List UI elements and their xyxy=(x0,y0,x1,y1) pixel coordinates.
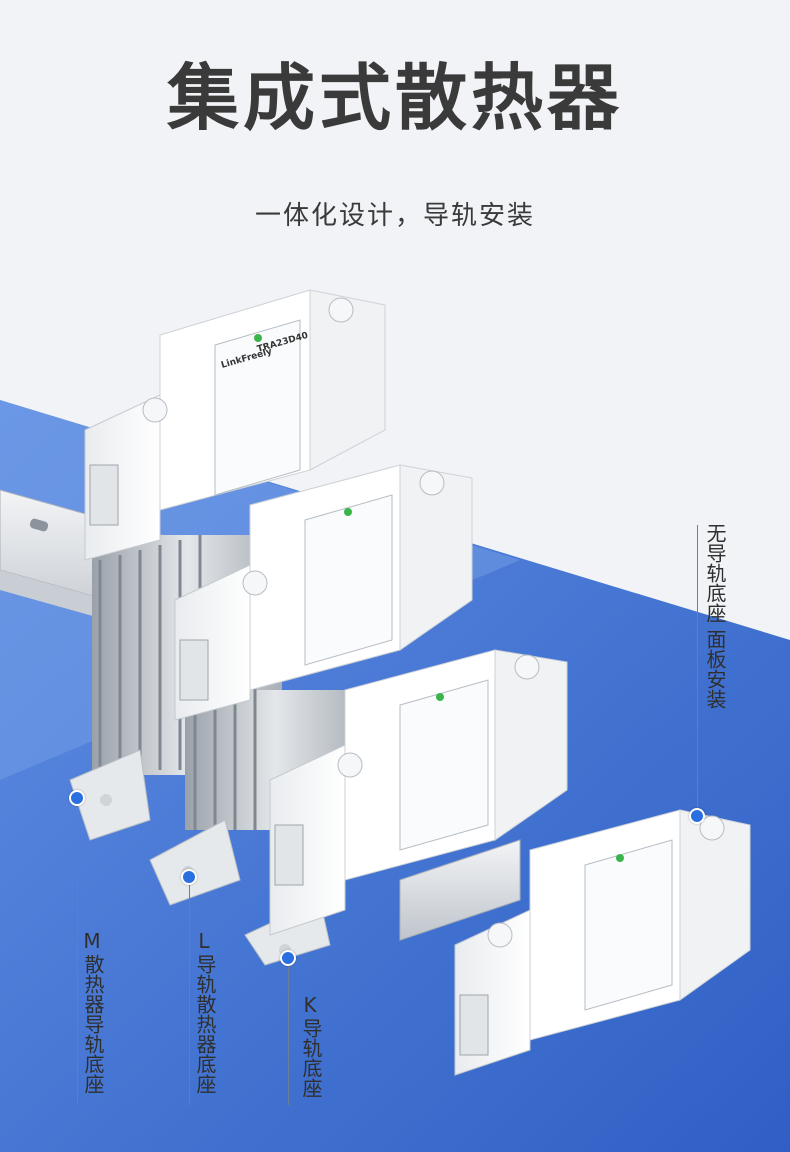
relay-module-l xyxy=(149,464,473,906)
leader-line-panel xyxy=(697,525,698,810)
relay-module-k xyxy=(244,649,568,966)
label-l-text: 导轨散热器底座 xyxy=(193,954,217,1094)
label-m-text: 散热器导轨底座 xyxy=(81,954,105,1094)
marker-dot-panel xyxy=(689,808,705,824)
label-m-prefix: M xyxy=(83,929,101,953)
label-l-prefix: L xyxy=(198,929,210,953)
label-k-prefix: K xyxy=(303,993,317,1017)
label-none-text: 无导轨底座 xyxy=(703,523,727,623)
label-m-rail-heatsink-base: M 散热器导轨底座 xyxy=(80,928,105,1094)
label-none-text2: 面板安装 xyxy=(703,629,727,709)
leader-line-k xyxy=(288,960,289,1105)
label-l-rail-heatsink-base: L 导轨散热器底座 xyxy=(192,928,217,1094)
marker-dot-m xyxy=(69,790,85,806)
leader-line-m xyxy=(77,800,78,1105)
label-k-text: 导轨底座 xyxy=(299,1018,323,1098)
label-no-rail-panel-mount: 无导轨底座 面板安装 xyxy=(702,523,728,709)
leader-line-l xyxy=(189,880,190,1105)
label-k-rail-base: K 导轨底座 xyxy=(298,992,323,1098)
marker-dot-l xyxy=(181,869,197,885)
marker-dot-k xyxy=(280,950,296,966)
page-title: 集成式散热器 xyxy=(166,56,623,140)
page-subtitle: 一体化设计，导轨安装 xyxy=(254,201,535,231)
relay-module-panel xyxy=(454,809,751,1076)
